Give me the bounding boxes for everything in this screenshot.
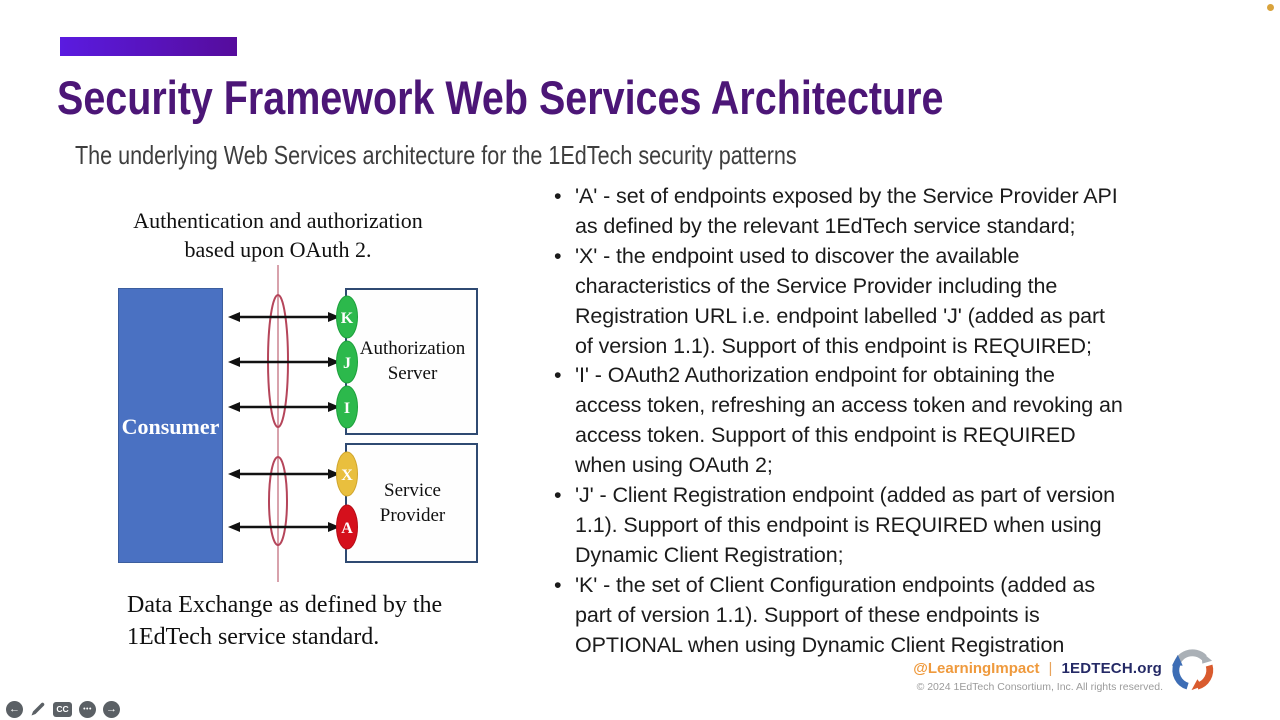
endpoint-oval-a xyxy=(336,504,358,550)
endpoint-letter-k: K xyxy=(341,310,354,327)
page-title: Security Framework Web Services Architec… xyxy=(57,71,944,124)
status-dot xyxy=(1267,4,1274,11)
diagram-overlay: K J I X A xyxy=(228,265,358,582)
data-exchange-lens-ellipse xyxy=(268,456,288,546)
forward-icon[interactable]: → xyxy=(103,700,120,718)
endpoint-letter-x: X xyxy=(341,467,353,484)
authorization-server-label: Authorization Server xyxy=(359,338,466,384)
service-provider-label: Service Provider xyxy=(379,480,446,526)
consumer-label: Consumer xyxy=(121,414,220,439)
bullet-item-k: 'K' - the set of Client Configuration en… xyxy=(551,571,1266,661)
double-arrows xyxy=(228,312,340,532)
endpoint-oval-j xyxy=(336,340,358,384)
endpoint-oval-k xyxy=(336,295,358,339)
footer-site: 1EDTECH.org xyxy=(1061,660,1162,677)
endpoint-letter-j: J xyxy=(343,355,351,372)
endpoint-letter-a: A xyxy=(341,520,353,537)
service-provider-box xyxy=(345,443,478,563)
footer-social-handle: @LearningImpact xyxy=(913,660,1040,677)
accent-bar xyxy=(60,37,237,56)
footer-brand-line: @LearningImpact | 1EDTECH.org xyxy=(913,660,1162,677)
bullet-item-x: 'X' - the endpoint used to discover the … xyxy=(551,242,1266,362)
endpoint-oval-i xyxy=(336,385,358,429)
diagram-caption-bottom: Data Exchange as defined by the 1EdTech … xyxy=(127,592,443,650)
bullet-item-i: 'I' - OAuth2 Authorization endpoint for … xyxy=(551,361,1266,481)
diagram-caption-top: Authentication and authorization based u… xyxy=(133,208,423,262)
page-subtitle: The underlying Web Services architecture… xyxy=(75,140,797,170)
bullet-item-a: 'A' - set of endpoints exposed by the Se… xyxy=(551,182,1266,242)
captions-icon[interactable]: CC xyxy=(53,701,72,717)
bullet-item-j: 'J' - Client Registration endpoint (adde… xyxy=(551,481,1266,571)
consumer-box xyxy=(118,288,223,563)
footer-separator: | xyxy=(1048,660,1053,677)
endpoint-letter-i: I xyxy=(344,400,350,417)
endpoint-oval-x xyxy=(336,451,358,497)
more-options-icon[interactable]: ••• xyxy=(79,700,96,718)
endpoint-description-list: 'A' - set of endpoints exposed by the Se… xyxy=(551,182,1266,661)
1edtech-logo xyxy=(1171,649,1214,691)
back-icon[interactable]: ← xyxy=(6,700,23,718)
player-controls: ← CC ••• → xyxy=(6,700,120,718)
copyright-notice: © 2024 1EdTech Consortium, Inc. All righ… xyxy=(916,681,1163,693)
authorization-server-box xyxy=(345,288,478,435)
pencil-icon[interactable] xyxy=(30,701,46,717)
